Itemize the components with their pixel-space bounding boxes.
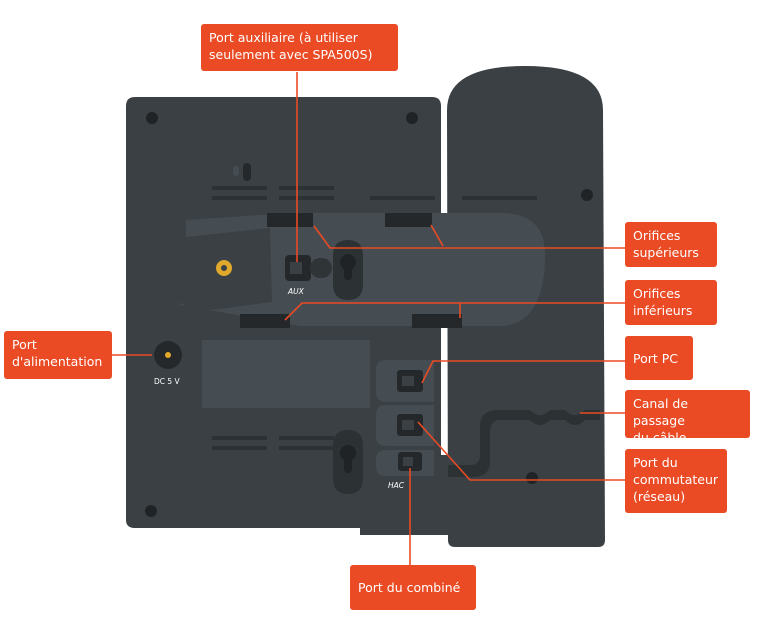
vent-slits-bottom [212,436,334,450]
callout-cable-channel: Canal de passage du câble [625,390,750,445]
callout-switch-port: Port du commutateur (réseau) [625,449,727,513]
callout-handset-port: Port du combiné [350,565,476,610]
toggle-switch [243,163,251,181]
sw-label: SW [439,420,448,433]
cable-channel [448,410,600,477]
callout-lower-slots: Orifices inférieurs [625,280,717,325]
callout-upper-slots: Orifices supérieurs [625,222,717,267]
label-panel [202,340,370,408]
vent-slits-top [212,186,537,200]
switch-port [397,414,423,436]
callout-aux-port: Port auxiliaire (à utiliser seulement av… [201,24,398,71]
dc-label: DC 5 V [154,377,181,386]
pc-label: PC [439,377,448,387]
handset-port [398,452,422,471]
screws [145,112,593,517]
callout-power-port: Port d'alimentation [4,331,112,379]
hac-label: HAC [388,481,405,490]
leader-lines [112,72,625,565]
slots [240,213,462,328]
callout-pc-port: Port PC [625,336,693,380]
aux-label: AUX [287,287,305,296]
pc-port [397,370,423,392]
